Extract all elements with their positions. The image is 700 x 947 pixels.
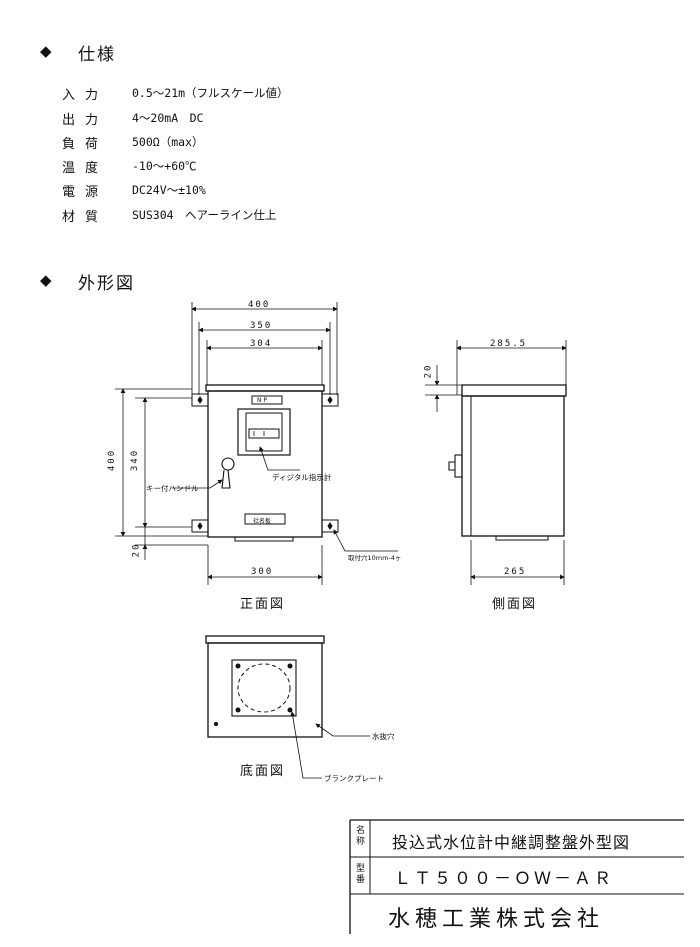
spec-value-load: 500Ω（max）	[132, 135, 204, 149]
spec-value-temp: -10～+60℃	[132, 159, 197, 173]
dim-350: 350	[250, 321, 273, 331]
spec-bullet-icon: ◆	[40, 42, 52, 60]
label-mounting-holes: 取付穴10mm-4ヶ	[348, 554, 402, 562]
outline-bullet-icon: ◆	[40, 271, 52, 289]
titleblock-frame	[349, 819, 684, 934]
bottom-view-caption: 底面図	[240, 764, 286, 779]
titleblock-type-value: ＬＴ５００－ＯＷ－ＡＲ	[394, 869, 614, 889]
titleblock-type-key: 型番	[355, 864, 365, 885]
dim-400-height: 400	[107, 448, 118, 472]
dim-265: 265	[504, 567, 527, 577]
titleblock-name-key: 名称	[355, 826, 365, 847]
dim-20-front: 20	[131, 542, 142, 558]
spec-value-input: 0.5～21m（フルスケール値）	[132, 86, 289, 100]
label-digital-indicator: ディジタル指示計	[272, 473, 332, 482]
front-view-caption: 正面図	[240, 597, 286, 612]
spec-value-material: SUS304 ヘアーライン仕上	[132, 208, 277, 222]
dim-300: 300	[251, 567, 274, 577]
spec-heading: 仕様	[78, 45, 116, 65]
outline-heading: 外形図	[78, 274, 135, 294]
spec-label-output: 出力	[62, 113, 109, 128]
np-plate-label: N P	[257, 397, 268, 404]
side-view-caption: 側面図	[492, 597, 538, 612]
spec-label-material: 材質	[62, 210, 109, 225]
front-view	[115, 302, 398, 585]
label-drain-hole: 水抜穴	[372, 732, 395, 741]
spec-label-temp: 温度	[62, 161, 109, 176]
nameplate-label: 社名板	[253, 518, 272, 525]
titleblock-name-value: 投込式水位計中継調整盤外型図	[392, 833, 631, 852]
dim-285-5: 285.5	[490, 339, 528, 349]
dim-340: 340	[130, 448, 141, 472]
label-blank-plate: ブランクプレート	[324, 774, 384, 783]
bottom-view	[205, 635, 370, 779]
dim-304: 304	[250, 339, 273, 349]
titleblock-company: 水穂工業株式会社	[388, 907, 605, 932]
dim-20-side: 20	[423, 363, 434, 379]
dim-400-width: 400	[248, 300, 271, 310]
spec-label-power: 電源	[62, 185, 109, 200]
spec-label-load: 負荷	[62, 137, 109, 152]
spec-value-power: DC24V～±10%	[132, 183, 206, 197]
spec-value-output: 4～20mA DC	[132, 111, 204, 125]
spec-label-input: 入力	[62, 88, 109, 103]
label-key-handle: キー付ハンドル	[146, 484, 199, 493]
side-view	[425, 340, 567, 585]
